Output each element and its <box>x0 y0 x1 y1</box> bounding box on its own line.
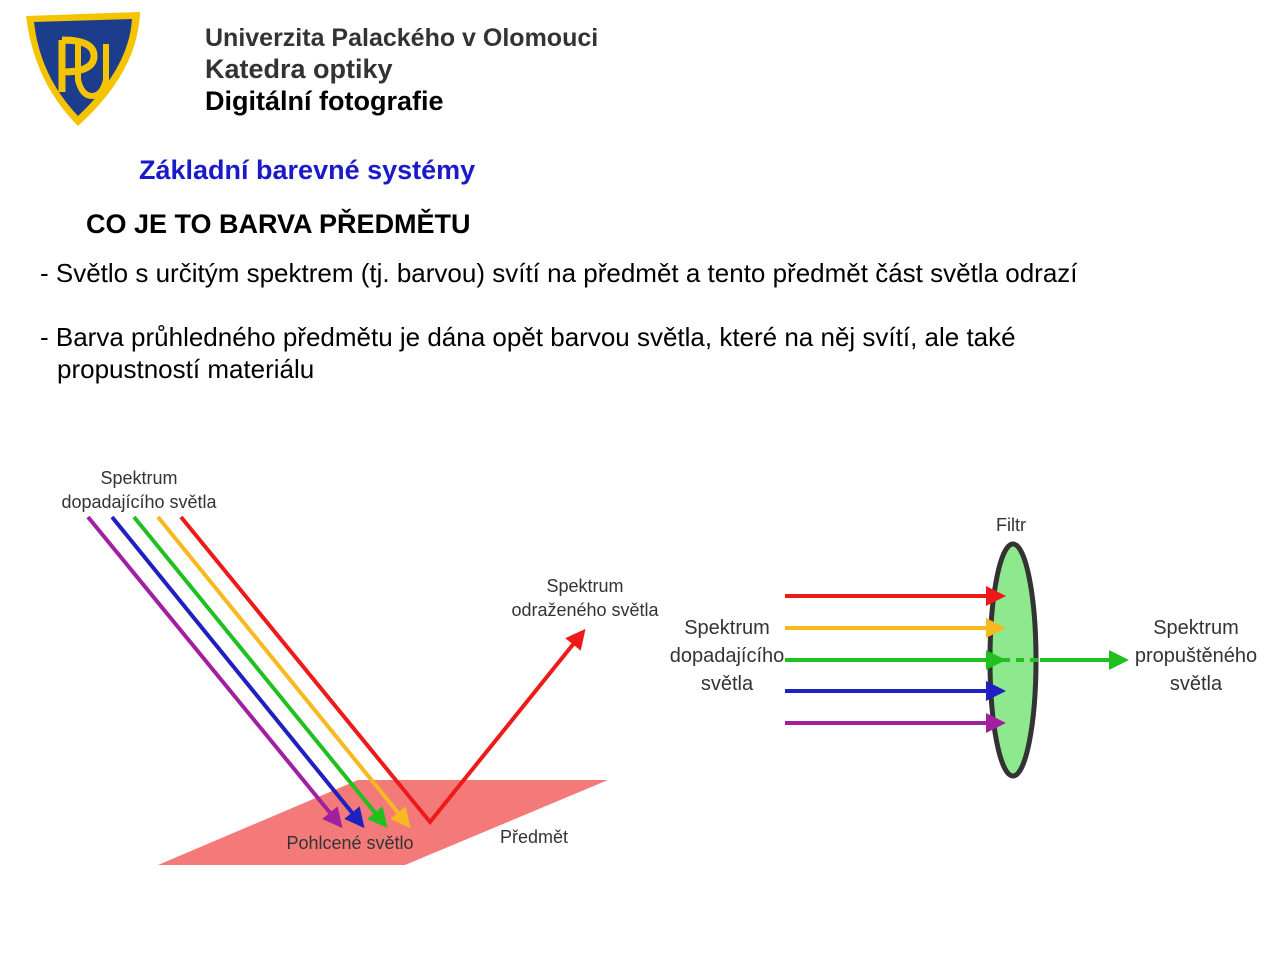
incident-ray-purple <box>86 515 343 829</box>
reflected-spectrum-label-line1: Spektrum <box>546 576 623 596</box>
course-name: Digitální fotografie <box>205 86 444 116</box>
filter-diagram: Filtr Spektrum dopadajícího světla Spekt… <box>670 515 1257 779</box>
color-diagrams: Spektrum dopadajícího světla Spektrum od… <box>61 468 1257 865</box>
reflected-spectrum-label-line2: odraženého světla <box>511 600 659 620</box>
filter-incident-label-line3: světla <box>701 673 754 695</box>
section-title: Základní barevné systémy <box>139 155 476 185</box>
incident-ray-yellow <box>156 515 411 829</box>
reflection-diagram: Spektrum dopadajícího světla Spektrum od… <box>61 468 660 865</box>
paragraph-transparency-line2: propustností materiálu <box>57 354 315 384</box>
paragraph-reflection: - Světlo s určitým spektrem (tj. barvou)… <box>40 258 1078 288</box>
reflected-ray-red <box>179 515 586 826</box>
filter-label: Filtr <box>996 515 1026 535</box>
paragraph-transparency: - Barva průhledného předmětu je dána opě… <box>40 321 1220 385</box>
university-name: Univerzita Palackého v Olomouci <box>205 24 599 52</box>
department-name: Katedra optiky <box>205 54 393 84</box>
object-label: Předmět <box>500 827 568 847</box>
subsection-title: CO JE TO BARVA PŘEDMĚTU <box>86 209 471 239</box>
filter-incident-label-line2: dopadajícího <box>670 645 785 667</box>
absorbed-light-label: Pohlcené světlo <box>286 833 413 853</box>
university-logo-icon <box>26 12 140 126</box>
transmitted-label-line2: propuštěného <box>1135 645 1257 667</box>
incident-ray-blue <box>110 515 365 829</box>
incident-spectrum-label-line1: Spektrum <box>100 468 177 488</box>
transmitted-label-line1: Spektrum <box>1153 617 1239 639</box>
incident-spectrum-label-line2: dopadajícího světla <box>61 492 217 512</box>
filter-incident-label-line1: Spektrum <box>684 617 770 639</box>
logo-letter-u <box>75 44 109 100</box>
paragraph-transparency-line1: - Barva průhledného předmětu je dána opě… <box>40 322 1016 352</box>
incident-ray-green <box>132 515 388 829</box>
transmitted-label-line3: světla <box>1170 673 1223 695</box>
